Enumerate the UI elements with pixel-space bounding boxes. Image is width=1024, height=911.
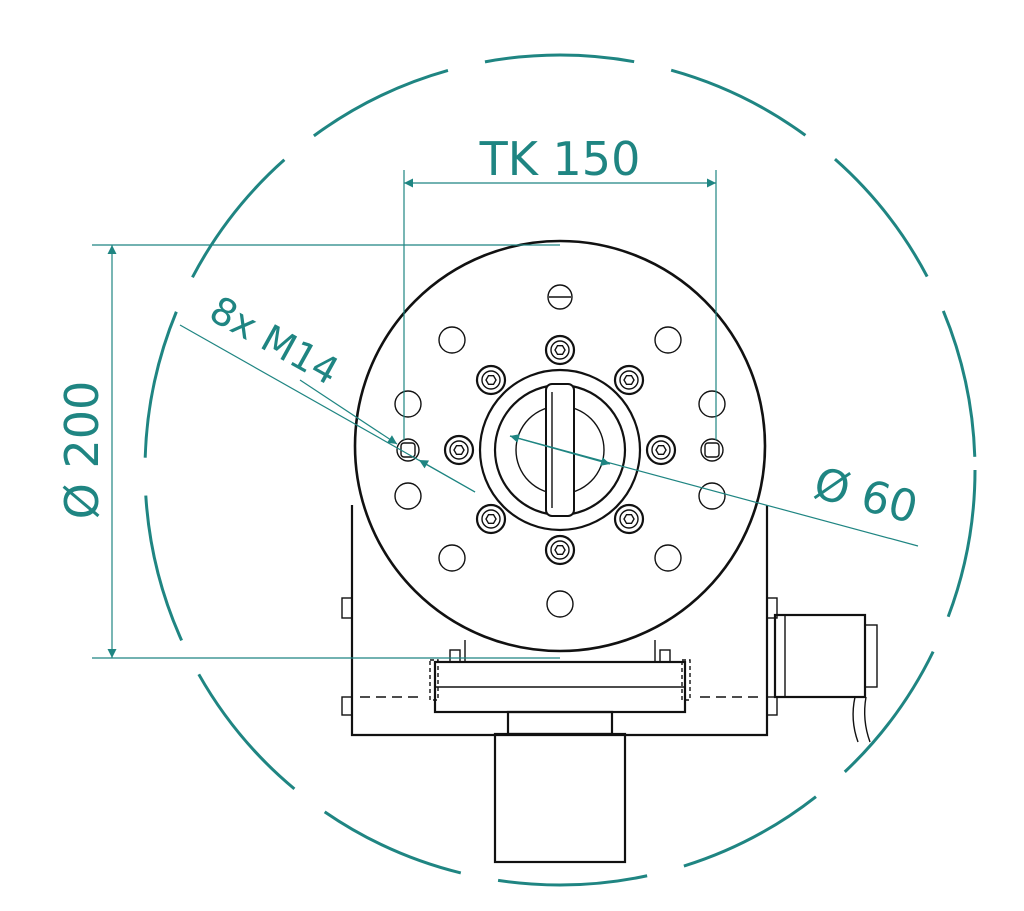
outer-holes	[394, 326, 726, 618]
mechanical-part	[341, 239, 878, 864]
side-motor	[773, 613, 878, 743]
left-bracket	[341, 597, 353, 619]
right-bracket	[766, 597, 778, 619]
top-slotted-screw	[547, 284, 573, 310]
tk-label: TK 150	[479, 132, 641, 186]
dimension-lines	[92, 170, 919, 659]
left-bracket-lower	[341, 696, 353, 716]
threaded-holes	[396, 438, 724, 462]
right-bracket-lower	[766, 696, 778, 716]
support-column	[493, 710, 627, 864]
envelope-circle	[143, 53, 977, 887]
outer-diameter-label: Ø 200	[55, 381, 109, 520]
inner-screws	[443, 334, 677, 566]
bore-diameter-label: Ø 60	[809, 458, 923, 534]
